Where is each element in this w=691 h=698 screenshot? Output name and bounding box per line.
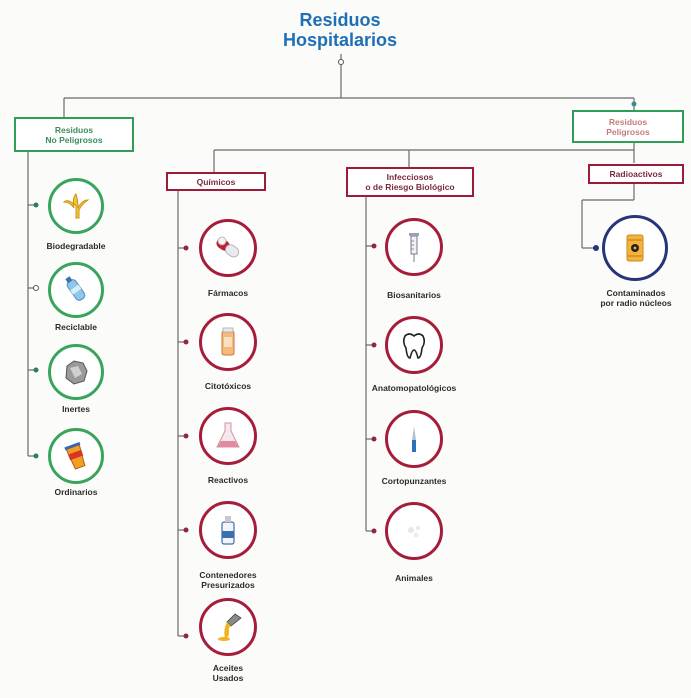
citotoxicos-label: Citotóxicos [204, 381, 252, 391]
oil-pour-icon [218, 613, 242, 641]
contenedores-label-line-2: Presurizados [201, 580, 255, 590]
radioactivos-label: Radioactivos [609, 169, 663, 179]
biodegradable-label: Biodegradable [46, 241, 106, 251]
animales-circle [385, 502, 443, 560]
medicine-bottle-icon [221, 327, 235, 356]
contenedores-label-line-1: Contenedores [199, 570, 257, 580]
aceites-circle [199, 598, 257, 656]
farmacos-circle [199, 219, 257, 277]
tooth-icon [402, 333, 426, 359]
syringe-icon [409, 233, 419, 262]
quimicos-label: Químicos [196, 176, 236, 187]
aceites-label-line-1: Aceites [212, 663, 244, 673]
spray-can-icon [221, 516, 235, 545]
crumpled-paper-icon [65, 360, 88, 385]
contenedores-label: Contenedores Presurizados [180, 570, 276, 590]
banana-peel-icon [62, 193, 90, 219]
citotoxicos-circle [199, 313, 257, 371]
anatomopatologicos-label: Anatomopatológicos [371, 383, 457, 393]
farmacos-label: Fármacos [207, 288, 249, 298]
contaminados-label: Contaminados por radio núcleos [584, 288, 688, 308]
pills-icon [216, 236, 240, 258]
aceites-label: Aceites Usados [184, 663, 272, 683]
ordinarios-circle [48, 428, 104, 484]
radioactivos-box: Radioactivos [588, 164, 684, 184]
infecciosos-line-1: Infecciosos [386, 172, 434, 182]
contaminados-circle [602, 215, 668, 281]
biosanitarios-label: Biosanitarios [387, 290, 441, 300]
plastic-bottle-icon [65, 276, 86, 301]
cortopunzantes-circle [385, 410, 443, 468]
animales-label: Animales [395, 573, 433, 583]
inertes-label: Inertes [62, 404, 90, 414]
peligrosos-box: Residuos Peligrosos [572, 110, 684, 143]
no-peligrosos-box: Residuos No Peligrosos [14, 117, 134, 152]
biosanitarios-circle [385, 218, 443, 276]
no-peligrosos-line-2: No Peligrosos [45, 134, 103, 145]
anatomopatologicos-circle [385, 316, 443, 374]
reactivos-label: Reactivos [207, 475, 249, 485]
inertes-circle [48, 344, 104, 400]
contaminados-label-line-1: Contaminados [606, 288, 666, 298]
diagram-title: Residuos Hospitalarios [220, 10, 460, 50]
biodegradable-circle [48, 178, 104, 234]
cup-waste-icon [64, 441, 86, 470]
aceites-label-line-2: Usados [212, 673, 244, 683]
contenedores-circle [199, 501, 257, 559]
quimicos-box: Químicos [166, 172, 266, 191]
flask-icon [216, 422, 240, 448]
no-peligrosos-line-1: Residuos [54, 124, 94, 135]
reactivos-circle [199, 407, 257, 465]
ordinarios-label: Ordinarios [54, 487, 98, 497]
radioactive-barrel-icon [626, 234, 644, 262]
cortopunzantes-label: Cortopunzantes [381, 476, 447, 486]
peligrosos-line-1: Residuos [608, 116, 648, 127]
blade-icon [412, 426, 416, 452]
reciclable-circle [48, 262, 104, 318]
contaminados-label-line-2: por radio núcleos [600, 298, 672, 308]
infecciosos-box: Infecciosos o de Riesgo Biológico [346, 167, 474, 197]
title-line-1: Residuos [299, 10, 381, 30]
title-line-2: Hospitalarios [282, 30, 398, 50]
animal-tissue-icon [408, 526, 420, 538]
infecciosos-line-2: o de Riesgo Biológico [365, 182, 455, 192]
peligrosos-line-2: Peligrosos [606, 126, 650, 137]
reciclable-label: Reciclable [54, 322, 98, 332]
